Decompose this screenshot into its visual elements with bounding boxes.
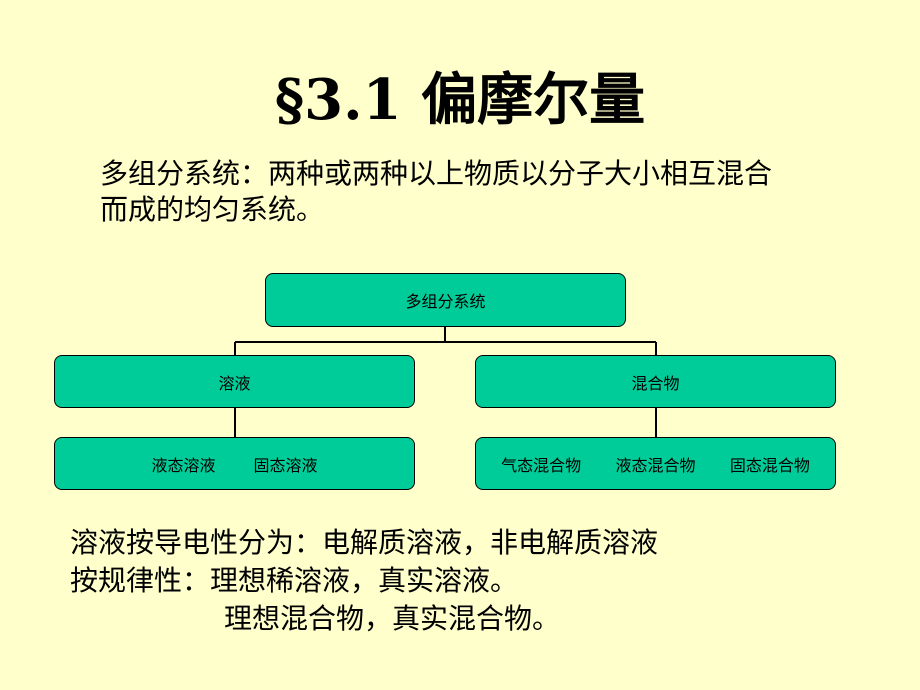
notes-line-2: 按规律性：理想稀溶液，真实溶液。 bbox=[70, 564, 519, 597]
solution-type-liquid: 液态溶液 bbox=[151, 455, 216, 475]
root-node: 多组分系统 bbox=[265, 273, 626, 327]
solution-node: 溶液 bbox=[54, 355, 415, 408]
classification-notes: 溶液按导电性分为：电解质溶液，非电解质溶液 按规律性：理想稀溶液，真实溶液。 理… bbox=[70, 524, 870, 638]
page-title: §3.1 偏摩尔量 bbox=[274, 67, 646, 133]
solution-types-node: 液态溶液 固态溶液 bbox=[54, 437, 415, 490]
notes-line-1: 溶液按导电性分为：电解质溶液，非电解质溶液 bbox=[70, 526, 659, 559]
mixture-type-liquid: 液态混合物 bbox=[615, 455, 696, 475]
mixture-type-solid: 固态混合物 bbox=[729, 455, 810, 475]
solution-node-label: 溶液 bbox=[218, 373, 251, 393]
notes-line-3: 理想混合物，真实混合物。 bbox=[224, 602, 561, 635]
intro-line-1: 多组分系统：两种或两种以上物质以分子大小相互混合 bbox=[100, 157, 773, 190]
root-node-label: 多组分系统 bbox=[405, 292, 486, 311]
mixture-types-node: 气态混合物 液态混合物 固态混合物 bbox=[475, 437, 836, 490]
intro-line-2: 而成的均匀系统。 bbox=[100, 193, 325, 226]
solution-type-solid: 固态溶液 bbox=[253, 455, 318, 475]
mixture-node-label: 混合物 bbox=[631, 373, 680, 393]
mixture-node: 混合物 bbox=[475, 355, 836, 408]
mixture-type-gas: 气态混合物 bbox=[501, 455, 582, 475]
intro-definition: 多组分系统：两种或两种以上物质以分子大小相互混合 而成的均匀系统。 bbox=[100, 156, 860, 228]
